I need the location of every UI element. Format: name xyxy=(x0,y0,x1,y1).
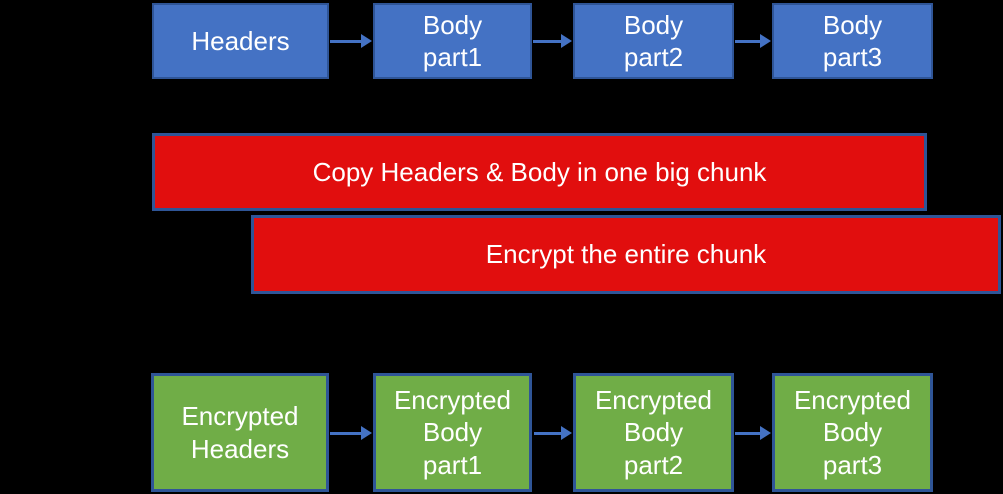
box-headers-label: Headers xyxy=(191,25,290,56)
box-body-part2: Body part2 xyxy=(573,3,734,79)
box-body-part2-label: Body part2 xyxy=(623,9,684,73)
box-body-part1: Body part1 xyxy=(373,3,532,79)
arrow-right-icon xyxy=(330,426,372,440)
box-encrypted-body-part2-label: Encrypted Body part2 xyxy=(594,384,713,480)
arrow-right-icon xyxy=(533,34,572,48)
box-body-part1-label: Body part1 xyxy=(422,9,483,73)
arrow-right-icon xyxy=(534,426,572,440)
box-headers: Headers xyxy=(152,3,329,79)
step-copy-chunk-label: Copy Headers & Body in one big chunk xyxy=(312,156,767,187)
box-encrypted-body-part1-label: Encrypted Body part1 xyxy=(393,384,512,480)
box-encrypted-body-part2: Encrypted Body part2 xyxy=(573,373,734,492)
arrow-right-icon xyxy=(735,34,771,48)
step-encrypt-chunk-label: Encrypt the entire chunk xyxy=(485,239,767,270)
arrow-right-icon xyxy=(330,34,372,48)
arrow-right-icon xyxy=(735,426,771,440)
step-copy-chunk: Copy Headers & Body in one big chunk xyxy=(152,133,927,211)
box-encrypted-body-part1: Encrypted Body part1 xyxy=(373,373,532,492)
box-encrypted-headers-label: Encrypted Headers xyxy=(181,401,299,464)
box-encrypted-body-part3-label: Encrypted Body part3 xyxy=(793,384,912,480)
box-body-part3-label: Body part3 xyxy=(822,9,883,73)
box-encrypted-body-part3: Encrypted Body part3 xyxy=(772,373,933,492)
step-encrypt-chunk: Encrypt the entire chunk xyxy=(251,215,1001,294)
box-encrypted-headers: Encrypted Headers xyxy=(151,373,329,492)
box-body-part3: Body part3 xyxy=(772,3,933,79)
